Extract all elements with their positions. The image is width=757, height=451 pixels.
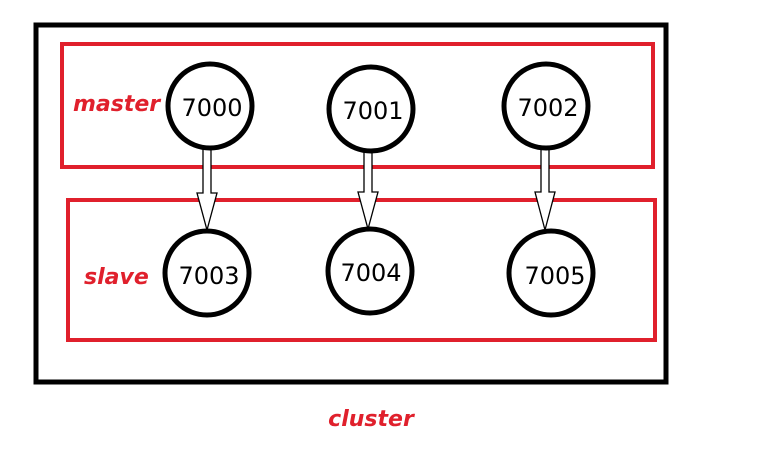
master-node-7001: 7001 xyxy=(326,64,416,154)
master-label: master xyxy=(73,92,161,117)
node-label: 7001 xyxy=(342,97,403,125)
slave-node-7004: 7004 xyxy=(325,226,415,316)
node-label: 7002 xyxy=(517,94,578,122)
replication-arrow-7002-7005 xyxy=(534,147,556,233)
node-circle xyxy=(325,226,415,316)
master-node-7002: 7002 xyxy=(501,61,591,151)
cluster-frame xyxy=(33,22,669,385)
replication-arrow-7000-7003 xyxy=(196,147,218,233)
slave-node-7005: 7005 xyxy=(506,228,596,318)
node-circle xyxy=(162,228,252,318)
slave-label: slave xyxy=(84,265,149,290)
node-label: 7000 xyxy=(181,94,242,122)
node-label: 7004 xyxy=(340,259,401,287)
replication-arrow-7001-7004 xyxy=(357,149,379,232)
cluster-label: cluster xyxy=(328,407,415,432)
node-circle xyxy=(506,228,596,318)
node-circle xyxy=(165,61,255,151)
master-node-7000: 7000 xyxy=(165,61,255,151)
replication-arrows xyxy=(196,147,556,233)
node-label: 7003 xyxy=(178,262,239,290)
master-group-box xyxy=(60,42,655,169)
node-circle xyxy=(326,64,416,154)
slave-node-7003: 7003 xyxy=(162,228,252,318)
node-label: 7005 xyxy=(524,262,585,290)
node-circle xyxy=(501,61,591,151)
